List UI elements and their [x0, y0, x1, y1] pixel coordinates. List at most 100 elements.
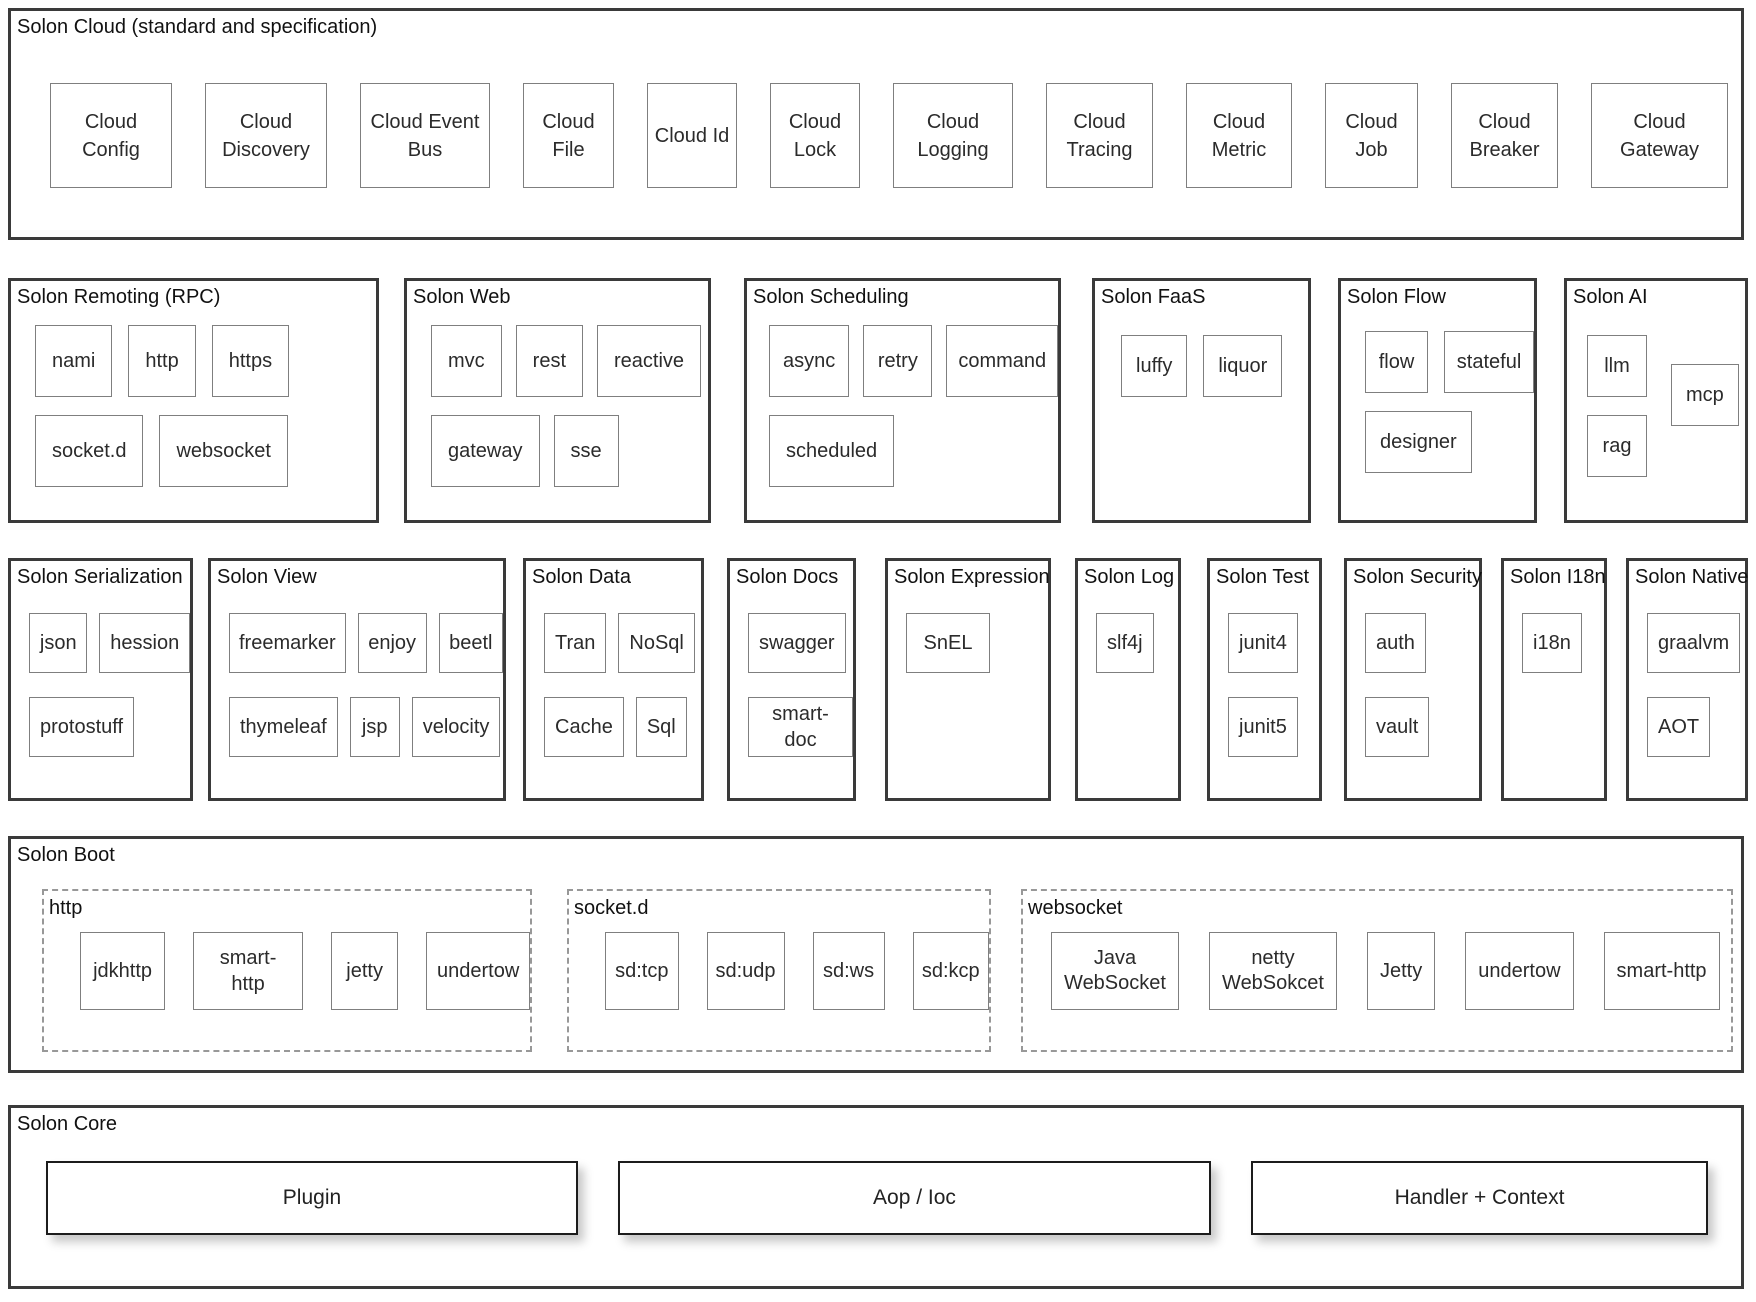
module-box-protostuff: protostuff — [29, 697, 135, 757]
section-solon-test: Solon Test junit4 junit5 — [1207, 558, 1322, 801]
module-box-rest: rest — [515, 325, 584, 397]
section-title: Solon Test — [1216, 566, 1310, 588]
module-box-stateful: stateful — [1444, 331, 1534, 393]
module-box-hession: hession — [99, 613, 190, 673]
module-box-designer: designer — [1365, 411, 1472, 473]
module-row: junit5 — [1228, 697, 1319, 757]
section-title: Solon Remoting (RPC) — [17, 286, 221, 308]
module-row: SnEL — [906, 613, 1048, 673]
module-box-cloud-job: Cloud Job — [1325, 83, 1418, 188]
section-title: Solon View — [217, 566, 317, 588]
section-title: Solon Expression — [894, 566, 1050, 588]
boot-group-title: http — [49, 897, 83, 919]
section-title: Solon Native — [1635, 566, 1749, 588]
section-title: Solon Web — [413, 286, 511, 308]
module-box-liquor: liquor — [1203, 335, 1283, 397]
section-body: junit4 junit5 — [1210, 613, 1319, 757]
module-box-socket-d: socket.d — [35, 415, 144, 487]
module-row: graalvm — [1647, 613, 1745, 673]
module-box-tran: Tran — [544, 613, 607, 673]
module-box-cloud-tracing: Cloud Tracing — [1046, 83, 1153, 188]
module-row: vault — [1365, 697, 1479, 757]
module-box-jsp: jsp — [349, 697, 400, 757]
module-row: junit4 — [1228, 613, 1319, 673]
module-row: protostuff — [29, 697, 190, 757]
section-body: SnEL — [888, 613, 1048, 673]
module-box-junit5: junit5 — [1228, 697, 1298, 757]
section-body: auth vault — [1347, 613, 1479, 757]
section-title: Solon Docs — [736, 566, 839, 588]
module-row: rag — [1587, 415, 1745, 477]
module-box-jdkhttp: jdkhttp — [80, 932, 166, 1010]
module-box-nosql: NoSql — [618, 613, 695, 673]
module-box-https: https — [211, 325, 290, 397]
module-box-sd-ws: sd:ws — [812, 932, 885, 1010]
module-box-junit4: junit4 — [1228, 613, 1298, 673]
module-box-nami: nami — [35, 325, 113, 397]
module-box-sd-tcp: sd:tcp — [605, 932, 679, 1010]
module-row: auth — [1365, 613, 1479, 673]
module-box-mcp: mcp — [1671, 364, 1739, 426]
module-box-java-websocket: Java WebSocket — [1051, 932, 1179, 1010]
module-box-jetty: jetty — [330, 932, 399, 1010]
module-box-beetl: beetl — [438, 613, 504, 673]
module-box-sd-udp: sd:udp — [706, 932, 785, 1010]
module-box-snel: SnEL — [906, 613, 990, 673]
section-title: Solon Boot — [17, 844, 115, 866]
module-box-mvc: mvc — [431, 325, 502, 397]
core-box-plugin: Plugin — [46, 1161, 578, 1235]
module-box-cloud-event-bus: Cloud Event Bus — [360, 83, 490, 188]
module-box-smart-http: smart-http — [193, 932, 303, 1010]
module-box-http: http — [128, 325, 196, 397]
module-box-cloud-discovery: Cloud Discovery — [205, 83, 327, 188]
module-box-graalvm: graalvm — [1647, 613, 1741, 673]
module-box-freemarker: freemarker — [229, 613, 346, 673]
module-box-vault: vault — [1365, 697, 1430, 757]
module-box-cloud-id: Cloud Id — [647, 83, 737, 188]
module-box-websocket: websocket — [159, 415, 288, 487]
section-title: Solon I18n — [1510, 566, 1606, 588]
module-box-retry: retry — [863, 325, 933, 397]
module-box-netty-websokcet: netty WebSokcet — [1209, 932, 1337, 1010]
module-row: sd:tcp sd:udp sd:ws sd:kcp — [605, 932, 990, 1010]
module-box-cloud-file: Cloud File — [523, 83, 614, 188]
section-title: Solon Flow — [1347, 286, 1446, 308]
module-box-cloud-lock: Cloud Lock — [770, 83, 860, 188]
section-title: Solon Cloud (standard and specification) — [17, 16, 378, 38]
module-box-smart-http: smart-http — [1603, 932, 1720, 1010]
module-row: smart-doc — [748, 697, 853, 757]
module-box-llm: llm — [1587, 335, 1647, 397]
module-row: AOT — [1647, 697, 1745, 757]
module-box-sd-kcp: sd:kcp — [912, 932, 990, 1010]
module-box-sql: Sql — [635, 697, 687, 757]
module-box-reactive: reactive — [597, 325, 702, 397]
